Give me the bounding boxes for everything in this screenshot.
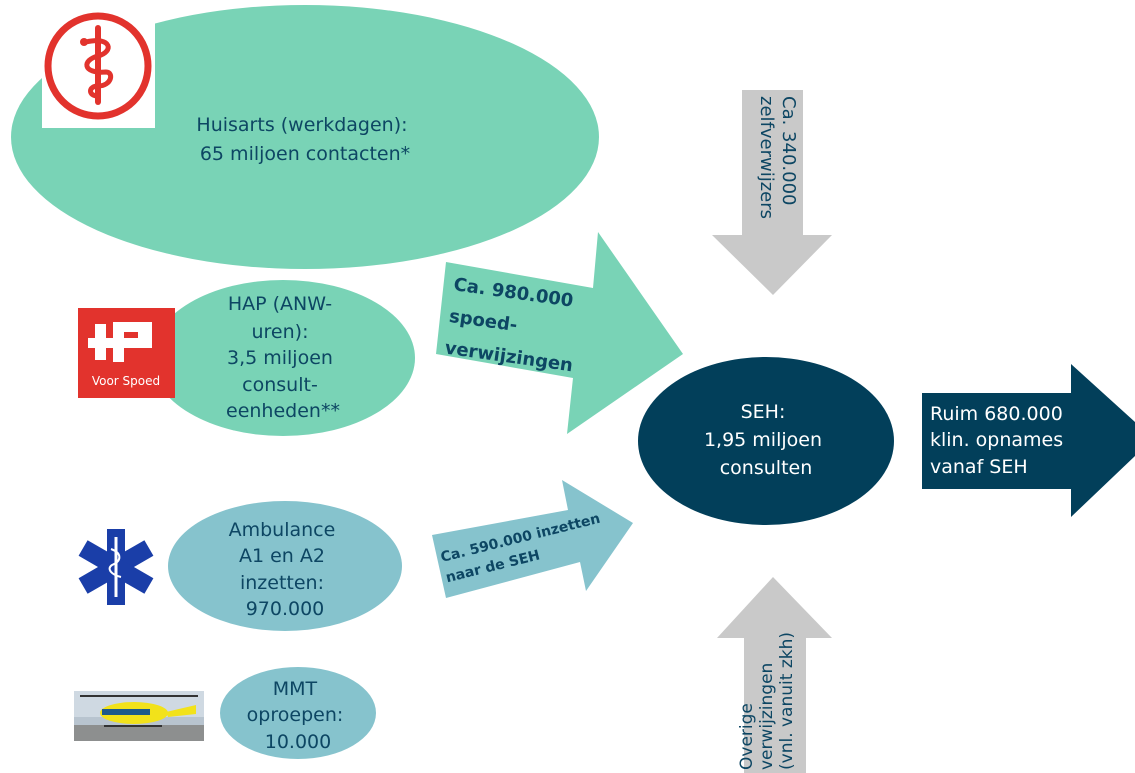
huisarts-label: Huisarts (werkdagen): 65 miljoen contact… [196, 114, 413, 165]
hap-logo-mark [88, 322, 152, 362]
serpent-head [80, 38, 88, 46]
huisarts-logo [42, 8, 155, 128]
huisarts-logo-ring [44, 12, 152, 120]
ambulance-label: Ambulance A1 en A2 inzetten: 970.000 [229, 519, 342, 620]
overige-verwijzingen-label: Overige verwijzingen (vnl. vanuit zkh) [737, 632, 797, 770]
klinische-opnames-arrow [922, 364, 1135, 517]
serpent-icon [83, 38, 114, 99]
seh-label: SEH: 1,95 miljoen consulten [704, 401, 828, 479]
mmt-node [220, 667, 376, 759]
star-of-life-icon [78, 529, 154, 605]
hap-node [151, 280, 415, 436]
zelfverwijzers-arrow [712, 90, 832, 295]
huisarts-node [11, 5, 599, 269]
overige-verwijzingen-arrow [717, 577, 832, 773]
mmt-label: MMT oproepen: 10.000 [247, 678, 350, 753]
klinische-opnames-label: Ruim 680.000 klin. opnames vanaf SEH [930, 403, 1069, 478]
seh-node [638, 357, 894, 525]
spoed-verwijzingen-arrow [436, 232, 683, 434]
zelfverwijzers-label: Ca. 340.000 zelfverwijzers [756, 96, 799, 219]
helicopter-photo [74, 691, 204, 741]
ambulance-inzetten-arrow [432, 480, 633, 598]
hap-label: HAP (ANW- uren): 3,5 miljoen consult- ee… [226, 293, 340, 422]
hap-logo-caption: Voor Spoed [92, 374, 160, 388]
ambulance-node [168, 501, 402, 631]
